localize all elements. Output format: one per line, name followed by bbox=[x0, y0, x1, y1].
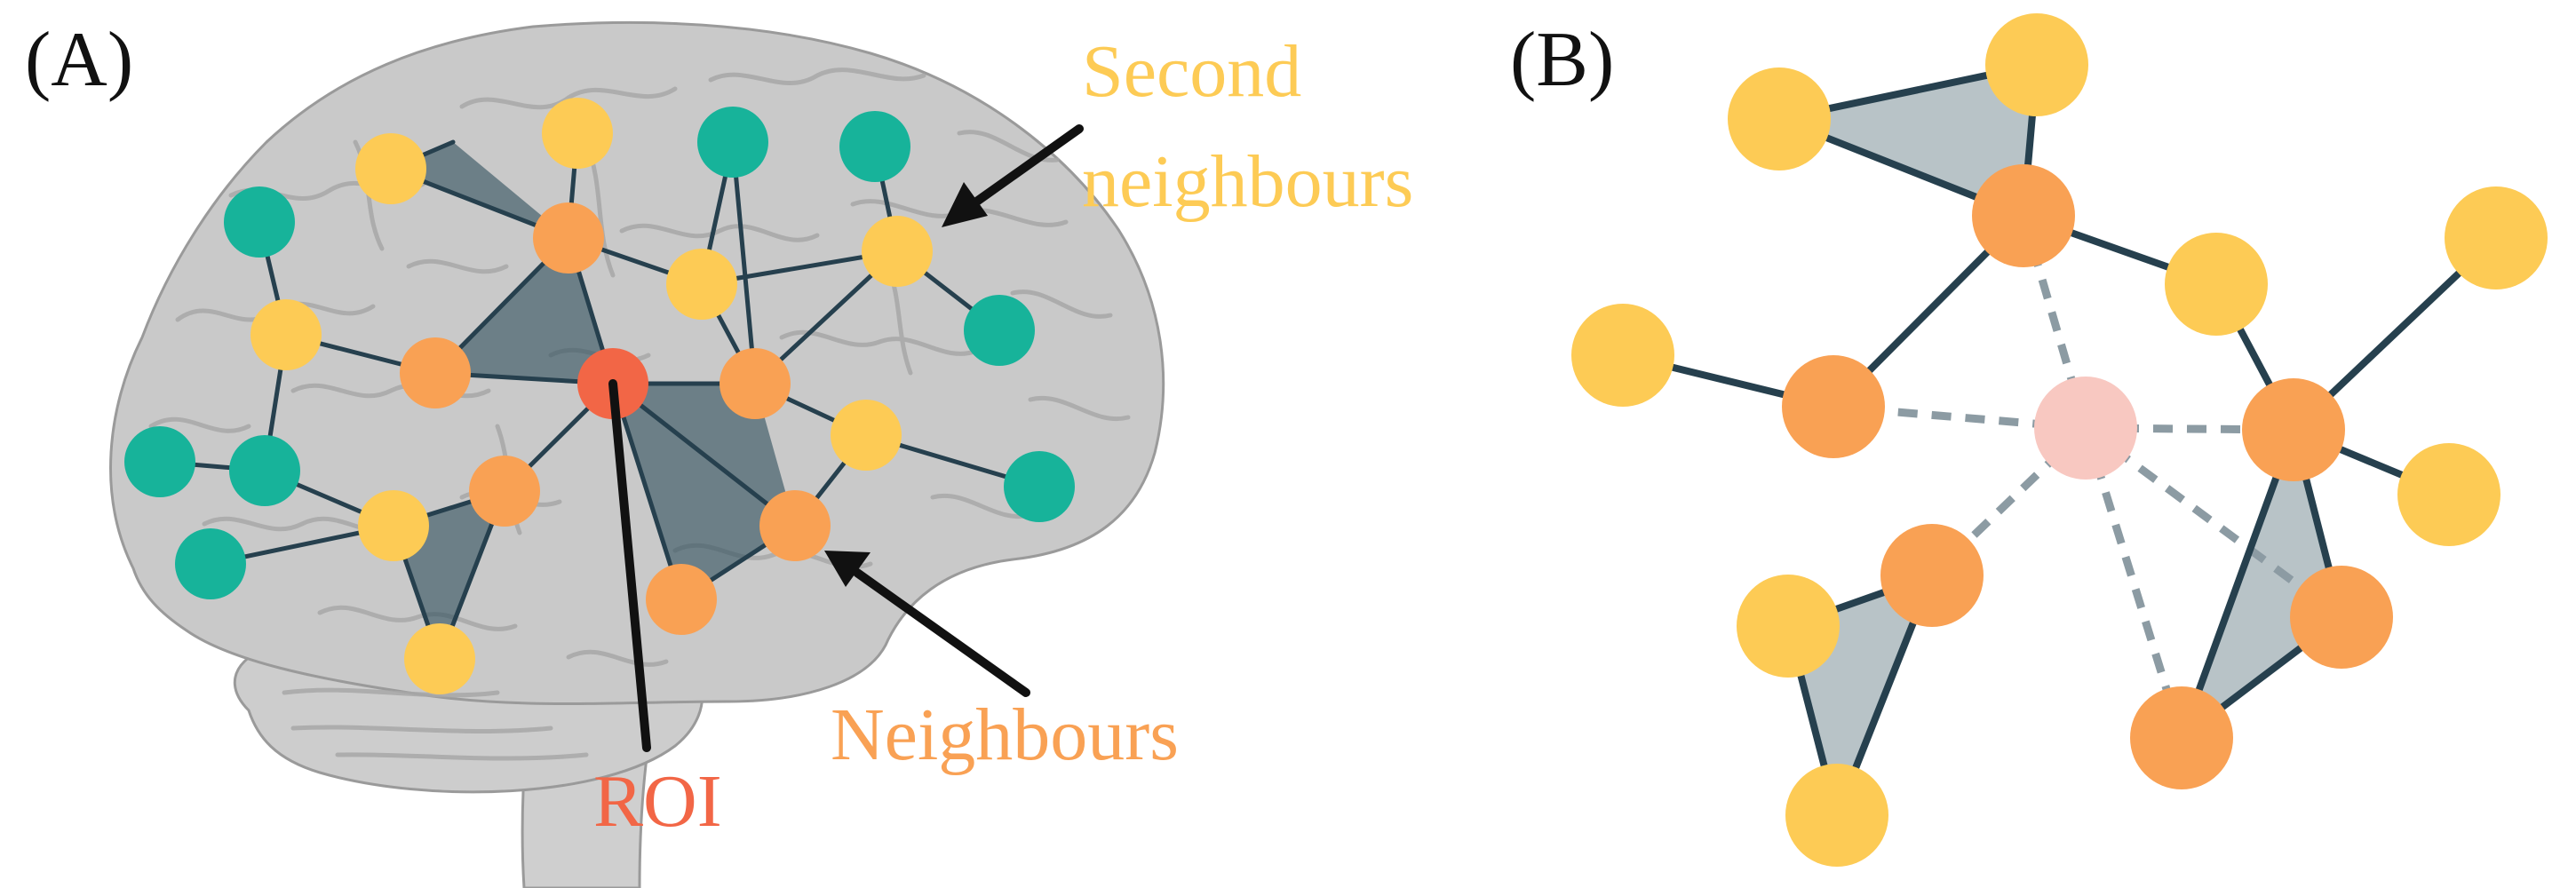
node-other bbox=[224, 186, 295, 258]
triangle-a2 bbox=[435, 238, 613, 384]
node-second-neighbour bbox=[1728, 67, 1831, 170]
node-second-neighbour bbox=[1571, 304, 1674, 407]
node-other bbox=[1004, 451, 1075, 522]
arrow-second-line bbox=[971, 124, 1084, 207]
roi-label: ROI bbox=[593, 760, 722, 843]
triangle-b3 bbox=[2182, 430, 2341, 738]
edge bbox=[610, 381, 684, 602]
arrow-neighbours-head bbox=[824, 551, 871, 587]
node-neighbour bbox=[400, 337, 471, 408]
node-second-neighbour bbox=[831, 400, 902, 471]
node-neighbour bbox=[1972, 164, 2075, 267]
node-neighbour bbox=[720, 348, 791, 419]
node-second-neighbour bbox=[355, 133, 426, 204]
panel-b-label: (B) bbox=[1510, 17, 1614, 103]
triangle-a3 bbox=[613, 384, 795, 599]
panel-a: (A) Second neighbours Neighbours ROI bbox=[25, 17, 1413, 888]
panel-b-nodes bbox=[1571, 13, 2548, 867]
node-neighbour bbox=[2242, 378, 2345, 481]
node-second-neighbour bbox=[250, 299, 322, 370]
panel-a-nodes bbox=[124, 98, 1075, 694]
panel-b: (B) bbox=[1510, 13, 2548, 867]
panel-a-label: (A) bbox=[25, 17, 133, 103]
node-neighbour bbox=[759, 490, 831, 561]
node-neighbour bbox=[469, 456, 540, 527]
node-neighbour bbox=[1880, 524, 1984, 627]
node-second-neighbour bbox=[2445, 186, 2548, 289]
node-second-neighbour bbox=[542, 98, 613, 169]
node-second-neighbour bbox=[666, 249, 737, 320]
triangle-b1 bbox=[1779, 65, 2037, 216]
triangle-a1 bbox=[391, 142, 568, 238]
node-neighbour bbox=[1782, 355, 1885, 458]
node-second-neighbour bbox=[1785, 764, 1888, 867]
node-second-neighbour bbox=[1737, 575, 1840, 678]
node-other bbox=[124, 426, 195, 497]
edge bbox=[2178, 426, 2297, 741]
dashed-edge bbox=[2083, 424, 2344, 621]
node-neighbour bbox=[646, 564, 717, 635]
neighbours-label: Neighbours bbox=[831, 694, 1179, 776]
arrow-second-head bbox=[942, 182, 988, 227]
node-neighbour bbox=[2130, 686, 2233, 789]
node-other bbox=[229, 435, 300, 506]
node-second-neighbour bbox=[2397, 443, 2500, 546]
second-neighbours-label-line2: neighbours bbox=[1082, 140, 1413, 223]
node-second-neighbour bbox=[1985, 13, 2088, 116]
node-other bbox=[697, 107, 768, 178]
node-neighbour bbox=[2290, 566, 2393, 669]
node-second-neighbour bbox=[2165, 233, 2268, 336]
roi-pointer-line bbox=[608, 379, 651, 752]
panel-a-arrows bbox=[608, 124, 1084, 752]
node-second-neighbour bbox=[404, 623, 475, 694]
edge bbox=[610, 381, 798, 528]
arrow-neighbours-line bbox=[853, 568, 1030, 697]
node-roi-removed bbox=[2034, 377, 2137, 480]
node-other bbox=[839, 111, 910, 182]
node-second-neighbour bbox=[358, 490, 429, 561]
node-other bbox=[175, 528, 246, 599]
edge bbox=[730, 139, 758, 386]
node-neighbour bbox=[533, 202, 604, 274]
dashed-edge bbox=[2081, 426, 2186, 740]
node-second-neighbour bbox=[862, 216, 933, 287]
second-neighbours-label-line1: Second bbox=[1082, 30, 1301, 113]
node-other bbox=[964, 295, 1035, 366]
